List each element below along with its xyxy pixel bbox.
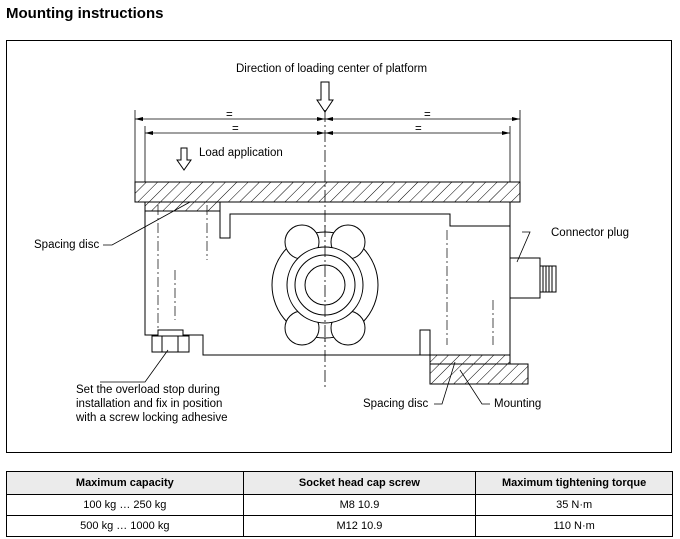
table-header-row: Maximum capacity Socket head cap screw M… xyxy=(6,471,673,495)
cell-torque: 35 N·m xyxy=(475,494,673,516)
dimension-arrows xyxy=(135,117,520,135)
mounting-label: Mounting xyxy=(494,398,542,410)
header-screw: Socket head cap screw xyxy=(242,471,477,495)
center-hub xyxy=(271,224,379,346)
dimension-lines xyxy=(134,110,521,182)
dimension-eq-4: = xyxy=(415,123,422,135)
cell-capacity: 100 kg … 250 kg xyxy=(6,494,244,516)
overload-label-line3: with a screw locking adhesive xyxy=(76,412,228,424)
cell-torque: 110 N·m xyxy=(475,515,673,537)
table-row: 100 kg … 250 kg M8 10.9 35 N·m xyxy=(6,494,673,516)
overload-label-line2: installation and fix in position xyxy=(76,398,223,410)
drawing-frame xyxy=(6,40,672,453)
mounting-block xyxy=(429,363,529,385)
platform xyxy=(134,181,521,203)
spacing-disc-right-label: Spacing disc xyxy=(363,398,429,410)
load-cell-body xyxy=(144,202,511,356)
direction-label: Direction of loading center of platform xyxy=(236,63,428,75)
spacing-disc-right xyxy=(429,354,511,365)
header-capacity: Maximum capacity xyxy=(6,471,244,495)
direction-arrow xyxy=(316,81,334,113)
load-arrow xyxy=(176,147,192,171)
table-row: 500 kg … 1000 kg M12 10.9 110 N·m xyxy=(6,515,673,537)
spec-table: Maximum capacity Socket head cap screw M… xyxy=(6,471,673,537)
connector-plug xyxy=(509,257,557,299)
overload-stop xyxy=(151,329,190,353)
page-title: Mounting instructions xyxy=(6,5,164,22)
overload-label-line1: Set the overload stop during xyxy=(76,384,220,396)
spacing-disc-left-label: Spacing disc xyxy=(34,239,100,251)
connector-plug-label: Connector plug xyxy=(551,227,629,239)
dimension-eq-1: = xyxy=(226,109,233,121)
cell-screw: M8 10.9 xyxy=(242,494,477,516)
dimension-eq-3: = xyxy=(232,123,239,135)
load-application-label: Load application xyxy=(199,147,283,159)
leader-lines xyxy=(100,201,531,405)
cell-capacity: 500 kg … 1000 kg xyxy=(6,515,244,537)
dimension-eq-2: = xyxy=(424,109,431,121)
header-torque: Maximum tightening torque xyxy=(475,471,673,495)
cell-screw: M12 10.9 xyxy=(242,515,477,537)
